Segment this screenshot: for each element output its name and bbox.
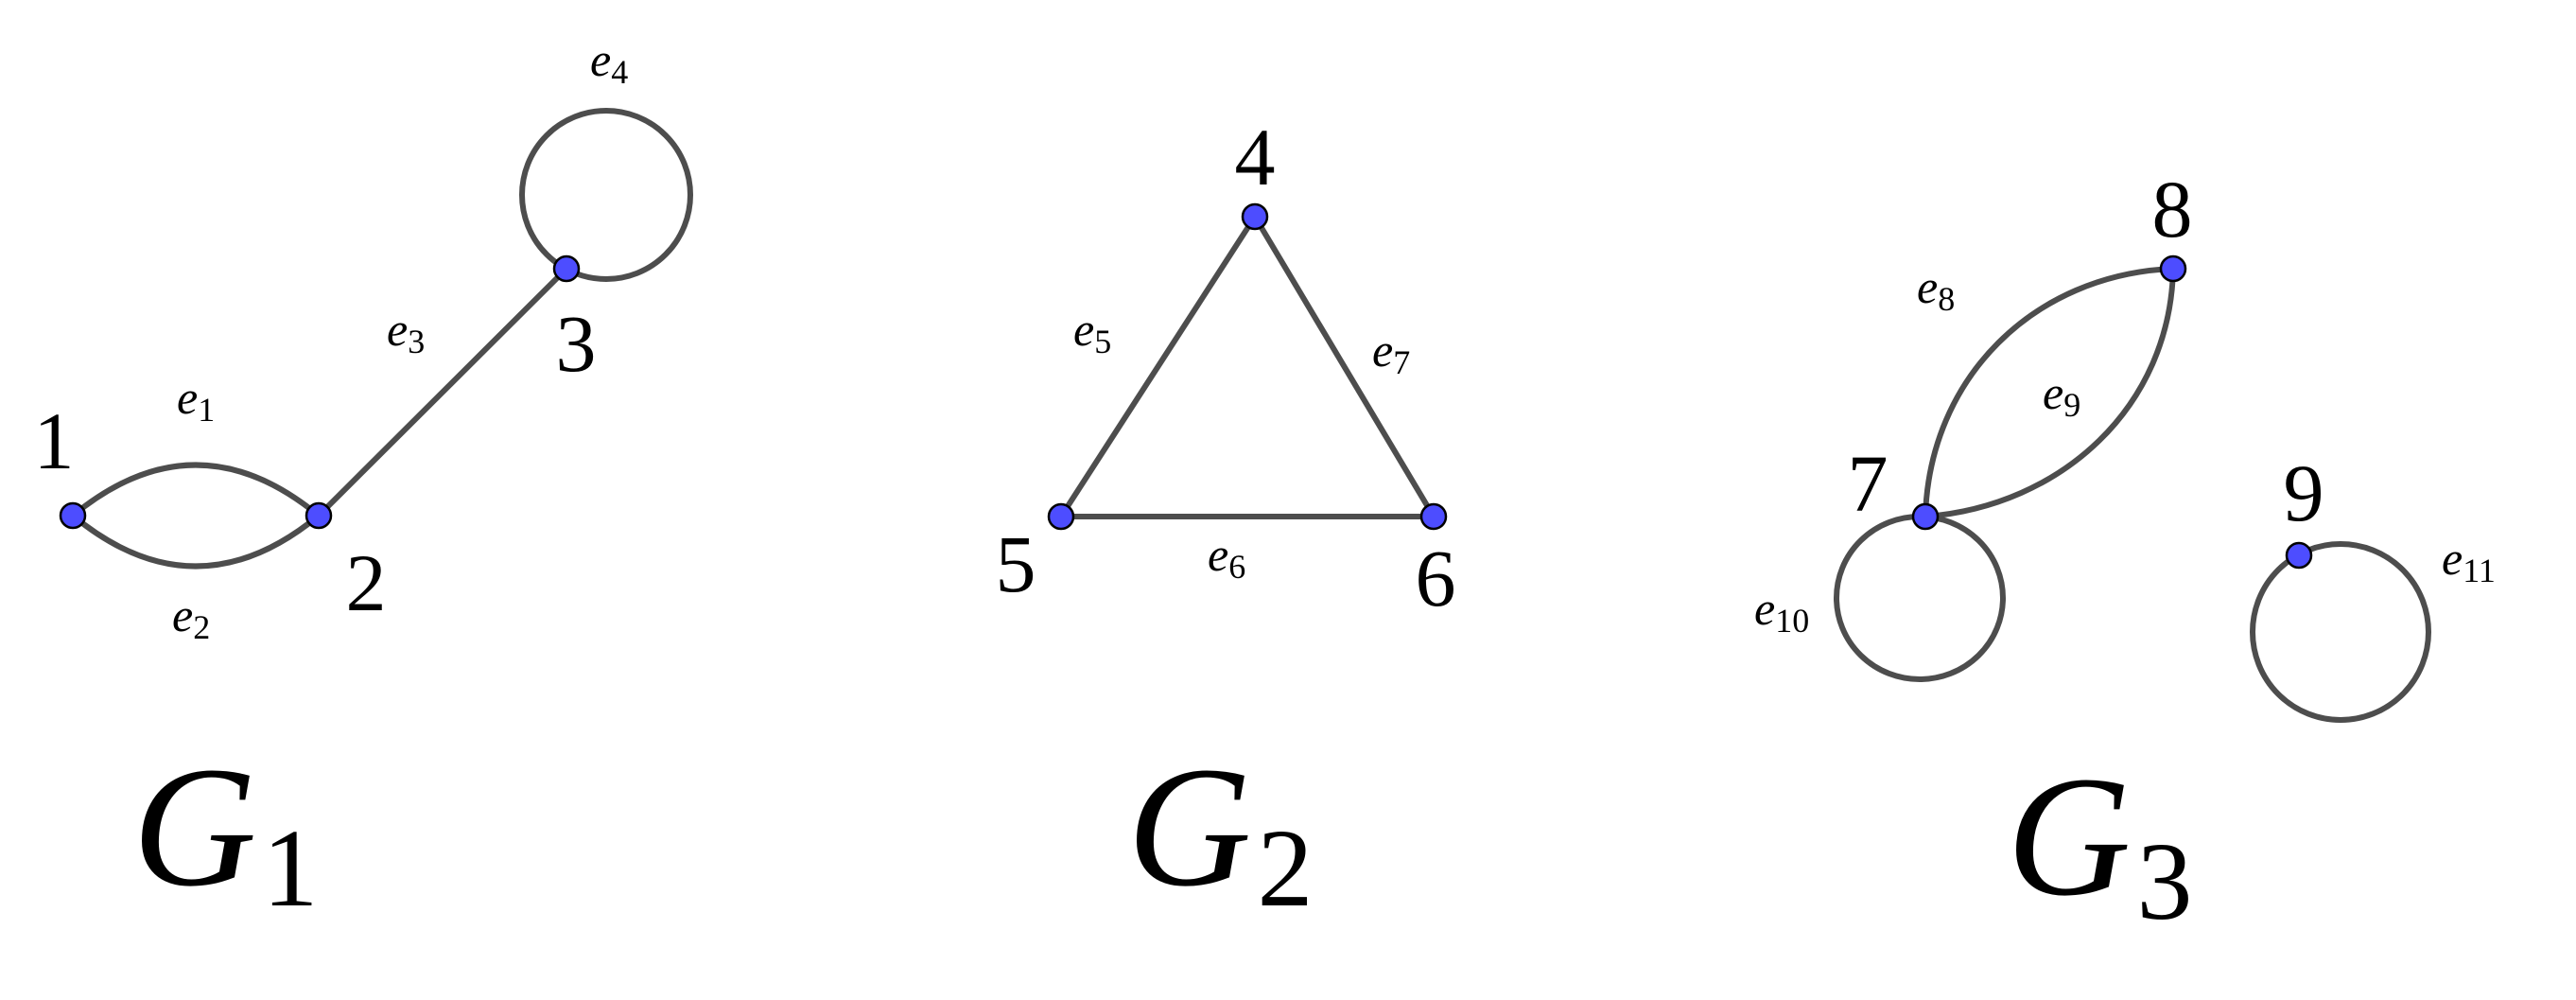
edge-label-e1: e1 xyxy=(177,371,215,429)
edge-label-e11: e11 xyxy=(2442,532,2496,589)
vertex-label-2: 2 xyxy=(346,537,387,628)
edge-e8 xyxy=(1923,266,2174,518)
edge-label-e4: e4 xyxy=(590,33,628,91)
vertex-3 xyxy=(552,254,581,283)
graph-g2: 4 5 6 e5 e6 e7 G2 xyxy=(996,112,1456,930)
vertex-label-3: 3 xyxy=(556,298,597,389)
edge-label-e2: e2 xyxy=(172,588,210,646)
vertex-label-6: 6 xyxy=(1416,533,1456,623)
vertex-4 xyxy=(1241,202,1269,231)
graph-label-g2: G2 xyxy=(1127,732,1313,930)
graph-g1: 1 2 3 e1 e2 e3 e4 G1 xyxy=(34,33,693,930)
vertex-2 xyxy=(305,501,333,530)
edge-label-e5: e5 xyxy=(1073,303,1111,360)
graph-g3: 7 8 9 e8 e9 e10 e11 G3 xyxy=(1754,164,2496,943)
edge-label-e7: e7 xyxy=(1372,324,1410,381)
edge-label-e8: e8 xyxy=(1917,260,1955,318)
edge-label-e9: e9 xyxy=(2043,366,2080,424)
edge-e3 xyxy=(316,266,569,518)
edge-e1 xyxy=(71,462,321,518)
vertex-label-4: 4 xyxy=(1235,112,1276,202)
vertex-label-5: 5 xyxy=(996,518,1036,609)
edge-label-e3: e3 xyxy=(387,303,425,360)
vertex-label-8: 8 xyxy=(2152,164,2193,254)
edge-e4-loop xyxy=(519,108,693,282)
graph-label-g1: G1 xyxy=(132,732,318,930)
edge-label-e10: e10 xyxy=(1754,582,1809,640)
vertex-label-1: 1 xyxy=(34,395,75,486)
vertex-8 xyxy=(2159,254,2187,283)
edge-e7 xyxy=(1252,215,1436,518)
vertex-label-9: 9 xyxy=(2284,447,2324,538)
vertex-6 xyxy=(1419,502,1448,531)
edge-e5 xyxy=(1058,215,1258,518)
edge-e11-loop xyxy=(2250,541,2431,723)
edge-label-e6: e6 xyxy=(1208,528,1245,586)
vertex-1 xyxy=(59,501,87,530)
vertex-label-7: 7 xyxy=(1848,438,1888,529)
vertex-7 xyxy=(1911,502,1940,531)
vertex-9 xyxy=(2285,541,2313,570)
graph-label-g3: G3 xyxy=(2007,742,2192,943)
vertex-5 xyxy=(1047,502,1075,531)
edge-e2 xyxy=(71,513,321,570)
edge-e9 xyxy=(1924,268,2176,519)
